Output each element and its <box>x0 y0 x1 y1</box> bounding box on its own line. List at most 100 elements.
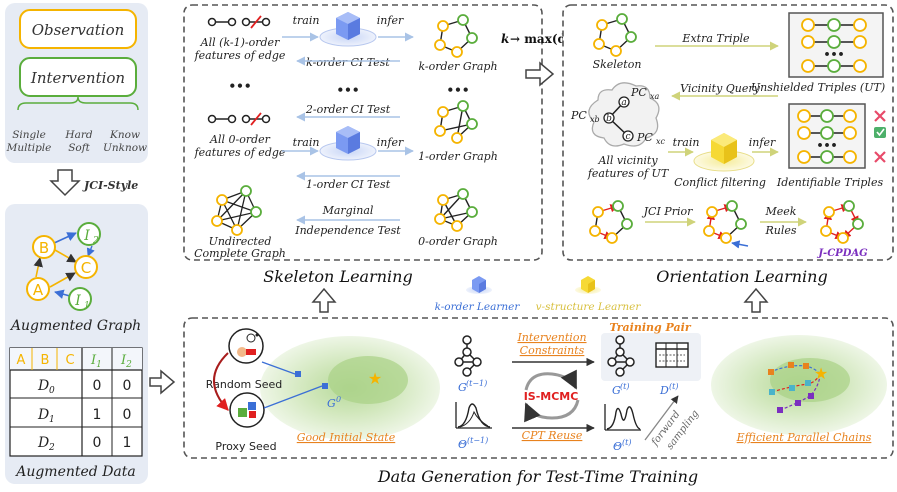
parallel-chains-paths <box>768 362 821 413</box>
edge-a-c <box>49 272 76 288</box>
intervention-type-3-line1: Know <box>109 129 140 141</box>
table-row-1-sub: 1 <box>49 415 55 425</box>
all0-line2: features of edge <box>194 146 286 159</box>
reject-cross-icon-2 <box>874 151 886 163</box>
one-order-ci-label: 1-order CI Test <box>306 178 391 191</box>
node-i1 <box>68 287 92 311</box>
meek-line2: Rules <box>764 224 796 237</box>
legend-k-learner-icon <box>466 276 492 294</box>
seed-transition-arrow <box>213 352 229 411</box>
observation-box <box>19 9 137 49</box>
training-pair-label: Training Pair <box>609 321 691 334</box>
skeleton-learning-title: Skeleton Learning <box>263 267 412 286</box>
vicinity-node-c: c <box>625 132 630 142</box>
d-t-sup: (t) <box>669 382 678 391</box>
theta-t-label: Θ <box>613 440 622 453</box>
intervention-constraints-line2: Constraints <box>520 344 585 357</box>
vicinity-node-a: a <box>621 98 626 108</box>
infer-label-3: infer <box>749 136 776 149</box>
star-icon-initial: ★ <box>368 369 382 388</box>
node-b-label: B <box>39 239 49 257</box>
accept-check-icon <box>874 127 886 138</box>
table-row-0-i1: 0 <box>93 378 102 394</box>
legend-k-learner: k-order Learner <box>435 301 521 313</box>
g-t-sup: (t) <box>620 382 629 391</box>
node-i1-label: I <box>74 293 81 309</box>
all-k1-line1: All (k-1)-order <box>200 36 280 49</box>
skeleton-label: Skeleton <box>593 58 642 71</box>
random-seed-point <box>295 371 301 377</box>
table-header-bg <box>10 348 142 370</box>
table-header-c: C <box>65 353 74 368</box>
graph-prev-icon <box>454 335 482 377</box>
identifiable-triples-box: ••• <box>788 103 866 169</box>
intervention-type-2-line2: Soft <box>68 142 90 154</box>
ut-row-2 <box>801 35 867 49</box>
g-prev-label: G <box>458 381 467 394</box>
random-seed-link <box>261 361 296 375</box>
skeleton-learning-panel: All (k-1)-order features of edge train i… <box>183 4 543 261</box>
all-vicinity-line2: features of UT <box>587 167 670 180</box>
data-generation-title: Data Generation for Test-Time Training <box>377 467 698 486</box>
left-panel: Observation Intervention Single Multiple… <box>5 3 148 484</box>
legend-v-learner: v-structure Learner <box>536 301 642 313</box>
extra-triple-label: Extra Triple <box>681 32 750 45</box>
jci-style-label: JCI-Style <box>82 179 138 192</box>
intervention-label: Intervention <box>30 69 125 87</box>
two-order-ci-label: 2-order CI Test <box>305 103 391 116</box>
reject-cross-icon-1 <box>874 110 886 122</box>
vicinity-cloud: a b c <box>588 82 660 147</box>
node-i1-sub: 1 <box>84 301 90 311</box>
undirected-line1: Undirected <box>209 235 272 248</box>
left-to-datagen-arrow <box>149 369 176 395</box>
undirected-line2: Complete Graph <box>194 247 286 260</box>
identifiable-label: Identifiable Triples <box>776 176 884 189</box>
k-order-ci-label: k-order CI Test <box>306 56 390 69</box>
table-row-0-i2: 0 <box>123 378 132 394</box>
legend: k-order Learner v-structure Learner <box>435 276 642 313</box>
augmented-graph-label: Augmented Graph <box>9 318 141 334</box>
table-row-1-i2: 0 <box>123 407 132 423</box>
theta-t-sup: (t) <box>622 438 631 447</box>
all0-line1: All 0-order <box>209 133 271 146</box>
conflict-label: Conflict filtering <box>674 176 766 189</box>
it-row-1 <box>797 109 857 123</box>
ut-dots: ••• <box>823 48 844 61</box>
pc-a-sub: xa <box>650 92 660 101</box>
proxy-seed-link <box>263 385 323 409</box>
jci-down-arrow <box>49 169 81 197</box>
unshielded-triples-box: ••• <box>788 12 884 78</box>
proxy-seed-label: Proxy Seed <box>215 440 276 453</box>
table-header-b: B <box>41 353 50 368</box>
skeleton-to-orientation-arrow <box>525 61 555 87</box>
edge-feature-icon-k1 <box>207 15 271 29</box>
augmented-data-label: Augmented Data <box>14 464 136 480</box>
pc-b-sub: xb <box>590 115 600 124</box>
train-label-2: train <box>293 136 320 149</box>
dots-mid: ••• <box>336 83 359 97</box>
train-label-1: train <box>293 14 320 27</box>
intervention-type-2-line1: Hard <box>64 129 92 141</box>
table-row-2-sub: 2 <box>48 443 55 453</box>
node-i2-label: I <box>83 228 90 244</box>
table-row-2-name: D <box>37 435 49 451</box>
edge-b-i2-blue <box>51 232 77 245</box>
jci-prior-label: JCI Prior <box>642 205 693 218</box>
good-initial-label: Good Initial State <box>297 431 396 444</box>
d-t-label: D <box>659 384 669 397</box>
jci-input-graph <box>589 200 633 244</box>
g0-label: G <box>327 397 336 410</box>
random-seed-label: Random Seed <box>206 378 283 391</box>
ut-row-3 <box>801 59 867 73</box>
dots-right: ••• <box>446 83 469 97</box>
marginal-line1: Marginal <box>322 204 374 217</box>
infer-label-1: infer <box>377 14 404 27</box>
edge-a-b <box>33 257 43 278</box>
node-a-label: A <box>33 281 44 299</box>
theta-prev-label: Θ <box>458 438 467 451</box>
node-i2-sub: 2 <box>92 236 99 246</box>
theta-prev-curve-icon <box>455 402 492 429</box>
g-prev-sup: (t−1) <box>466 379 487 388</box>
pc-a-label: PC <box>630 86 647 99</box>
